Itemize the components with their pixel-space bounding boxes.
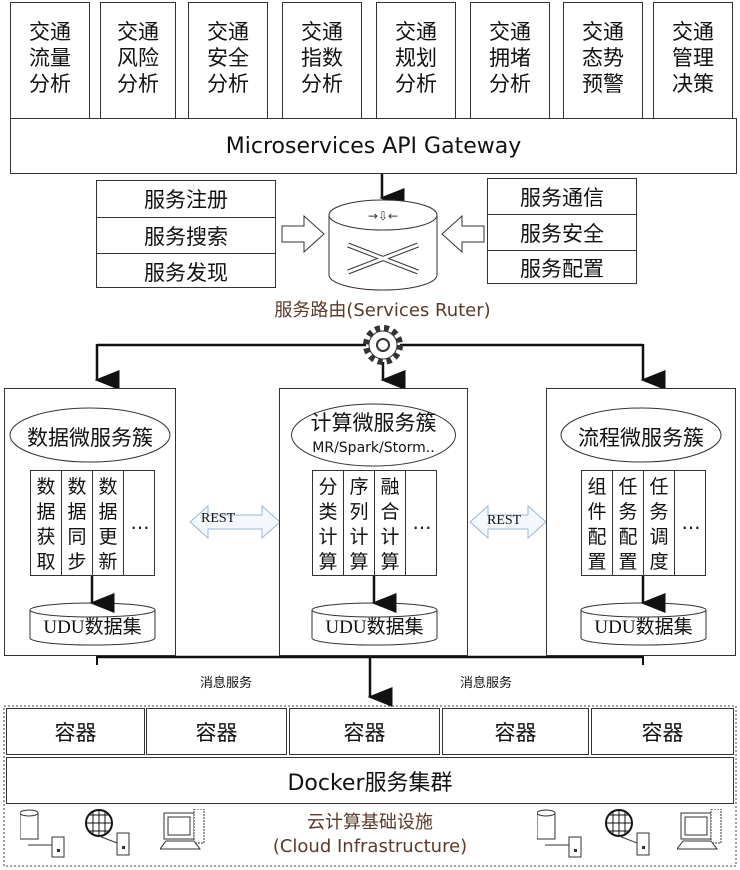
infra-title-cn: 云计算基础设施: [307, 812, 433, 833]
left-service-list: 服务注册 服务搜索 服务发现: [96, 180, 276, 288]
service-item: …: [130, 512, 150, 534]
container-box: 容器: [146, 708, 287, 755]
service-config: 服务配置: [520, 257, 604, 281]
container-box: 容器: [442, 708, 589, 755]
service-register: 服务注册: [97, 181, 275, 218]
cluster-title: 计算微服务簇: [310, 411, 437, 435]
app-module: 交通规划分析: [376, 2, 456, 119]
computer-icon: [677, 809, 722, 850]
service-search: 服务搜索: [97, 218, 275, 254]
cluster-subtitle: MR/Spark/Storm..: [312, 440, 435, 456]
service-item: 序列计算: [344, 471, 375, 575]
rest-label-right: REST: [487, 513, 522, 528]
message-service-label-left: 消息服务: [200, 676, 253, 691]
udu-dataset: UDU数据集: [325, 617, 424, 638]
service-item: 组件配置: [582, 471, 613, 575]
app-module: 交通风险分析: [100, 2, 176, 119]
service-item: 任务配置: [613, 471, 644, 575]
service-columns: 数据获取数据同步数据更新 …: [30, 470, 155, 576]
service-item: 融合计算: [375, 471, 406, 575]
container-box: 容器: [591, 708, 734, 755]
infra-title-en: (Cloud Infrastructure): [272, 836, 468, 857]
app-module-label: 交通规划分析: [395, 20, 437, 96]
right-hollow-arrow: [441, 214, 485, 254]
udu-dataset: UDU数据集: [43, 617, 142, 638]
service-item: …: [412, 512, 432, 534]
right-service-list: 服务通信 服务安全 服务配置: [487, 178, 637, 284]
service-columns: 分类计算序列计算融合计算 …: [312, 470, 437, 576]
container-box: 容器: [6, 708, 145, 755]
app-module-label: 交通风险分析: [117, 20, 159, 96]
cloud-infrastructure-label: 云计算基础设施 (Cloud Infrastructure): [240, 811, 500, 859]
app-module: 交通拥堵分析: [470, 2, 550, 119]
service-item: …: [681, 512, 701, 534]
app-module-label: 交通管理决策: [672, 20, 714, 96]
service-discovery: 服务发现: [144, 260, 228, 285]
service-columns: 组件配置任务配置任务调度 …: [581, 470, 706, 576]
container-box: 容器: [289, 708, 440, 755]
globe-server-icon: [605, 809, 650, 856]
app-module: 交通管理决策: [653, 2, 733, 119]
database-server-icon: [20, 809, 65, 858]
app-module: 交通态势预警: [563, 2, 643, 119]
router-icon: →⇩←: [328, 199, 438, 291]
app-module-label: 交通流量分析: [29, 20, 71, 96]
database-server-icon: [537, 809, 582, 858]
service-item: 数据获取: [31, 471, 62, 575]
computer-icon: [160, 809, 205, 850]
app-module-label: 交通态势预警: [582, 20, 624, 96]
left-hollow-arrow: [281, 214, 325, 254]
app-module-label: 交通拥堵分析: [489, 20, 531, 96]
app-module-label: 交通指数分析: [301, 20, 343, 96]
service-item: 任务调度: [644, 471, 675, 575]
service-item: 数据更新: [93, 471, 124, 575]
app-module-label: 交通安全分析: [207, 20, 249, 96]
app-module: 交通安全分析: [188, 2, 268, 119]
app-module: 交通指数分析: [282, 2, 362, 119]
app-module: 交通流量分析: [10, 2, 90, 119]
svg-text:→⇩←: →⇩←: [368, 209, 398, 223]
rest-label-left: REST: [201, 511, 236, 526]
cluster-title: 数据微服务簇: [27, 426, 153, 450]
cluster-title: 流程微服务簇: [578, 426, 704, 450]
message-service-label-right: 消息服务: [460, 676, 513, 691]
service-item: 数据同步: [62, 471, 93, 575]
service-security: 服务安全: [488, 215, 636, 251]
router-label: 服务路由(Services Ruter): [274, 300, 491, 321]
api-gateway: Microservices API Gateway: [10, 118, 737, 174]
gear-icon: [363, 325, 403, 365]
service-communication: 服务通信: [488, 179, 636, 215]
docker-cluster: Docker服务集群: [6, 757, 734, 804]
udu-dataset: UDU数据集: [594, 617, 693, 638]
service-item: 分类计算: [313, 471, 344, 575]
globe-server-icon: [85, 809, 130, 856]
